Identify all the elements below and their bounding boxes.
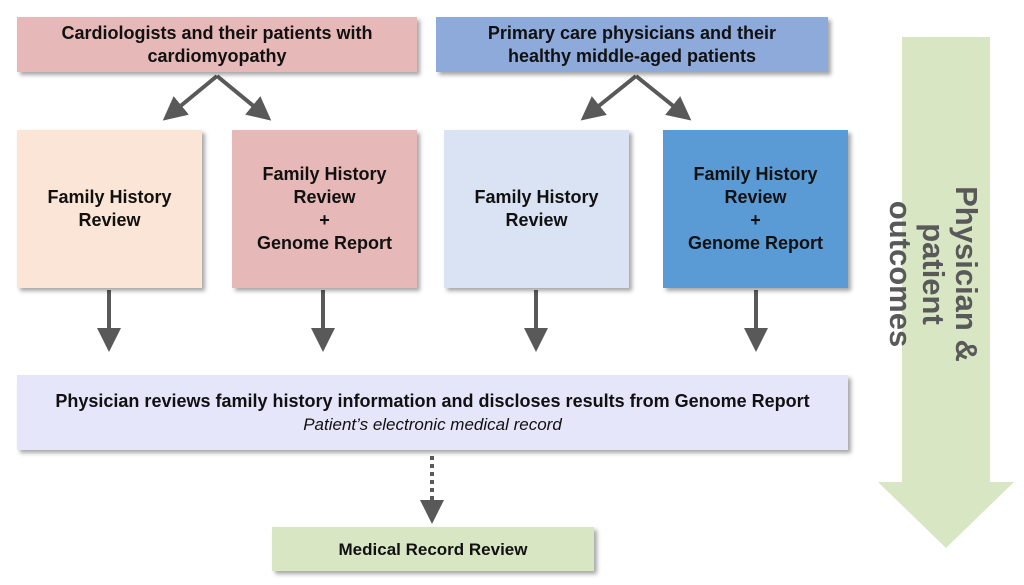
box-line: Family History bbox=[262, 164, 387, 184]
family-history-review-box-cardio: Family History Review bbox=[17, 130, 202, 288]
physician-review-box: Physician reviews family history informa… bbox=[17, 375, 848, 450]
box-line: Family History bbox=[693, 164, 818, 184]
outcomes-label: Physician & patient outcomes bbox=[884, 139, 985, 409]
box-line: + bbox=[319, 210, 330, 230]
medical-record-review-box: Medical Record Review bbox=[272, 527, 594, 571]
box-line: Genome Report bbox=[687, 233, 824, 253]
arrow-primary-to-fhg bbox=[634, 74, 692, 121]
family-history-genome-box-primary: Family History Review + Genome Report bbox=[663, 130, 848, 288]
outcomes-arrow bbox=[878, 37, 1014, 548]
box-line: + bbox=[750, 210, 761, 230]
box-line: Review bbox=[724, 187, 787, 207]
box-line: Review bbox=[78, 210, 141, 230]
cardiologists-line1: Cardiologists and their patients with bbox=[61, 22, 373, 43]
box-line: Genome Report bbox=[256, 233, 393, 253]
box-line: Family History bbox=[474, 187, 599, 207]
box-line: Family History bbox=[47, 187, 172, 207]
arrow-primary-to-fh bbox=[580, 74, 638, 121]
family-history-review-box-primary: Family History Review bbox=[444, 130, 629, 288]
box-line: Review bbox=[505, 210, 568, 230]
arrow-cardio-to-fh bbox=[162, 74, 219, 121]
medical-record-review-label: Medical Record Review bbox=[338, 539, 528, 559]
primary-care-box: Primary care physicians and their health… bbox=[436, 17, 828, 72]
family-history-genome-box-cardio: Family History Review + Genome Report bbox=[232, 130, 417, 288]
primary-care-line1: Primary care physicians and their bbox=[487, 22, 777, 43]
outcomes-label-line1: Physician & patient bbox=[916, 186, 985, 362]
physician-review-subtitle: Patient’s electronic medical record bbox=[303, 414, 562, 434]
physician-review-title: Physician reviews family history informa… bbox=[55, 390, 810, 411]
arrow-cardio-to-fhg bbox=[215, 74, 272, 121]
box-line: Review bbox=[293, 187, 356, 207]
outcomes-label-line2: outcomes bbox=[883, 200, 919, 348]
primary-care-line2: healthy middle-aged patients bbox=[507, 45, 757, 66]
cardiologists-line2: cardiomyopathy bbox=[147, 45, 287, 66]
cardiologists-box: Cardiologists and their patients with ca… bbox=[17, 17, 417, 72]
